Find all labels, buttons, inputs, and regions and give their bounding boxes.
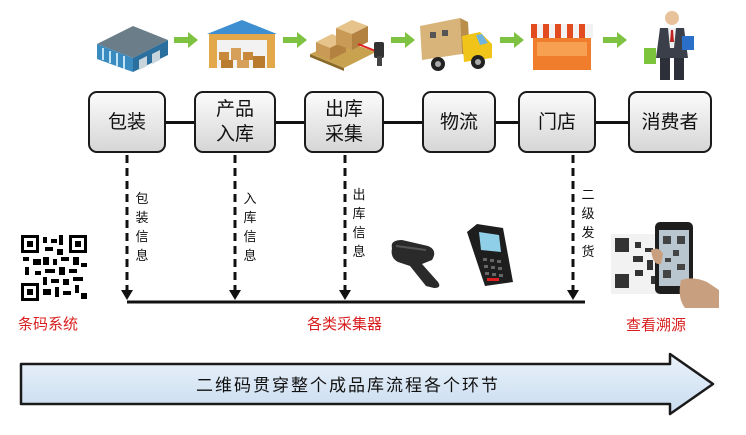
phone-scan-icon xyxy=(611,220,721,308)
connector-line xyxy=(496,121,518,124)
stage-warehousing: 产品入库 xyxy=(194,91,276,153)
stage-logistics: 物流 xyxy=(422,91,496,153)
connector-line xyxy=(384,121,422,124)
stage-consumer: 消费者 xyxy=(628,91,712,153)
handheld-terminal-icon xyxy=(463,222,515,288)
green-arrow-4 xyxy=(500,32,524,48)
green-arrow-3 xyxy=(391,32,415,48)
green-arrow-1 xyxy=(174,32,198,48)
green-arrow-5 xyxy=(603,32,627,48)
stage-label: 门店 xyxy=(537,110,576,133)
banner-text: 二维码贯穿整个成品库流程各个环节 xyxy=(196,376,500,396)
scanner-pallet-icon xyxy=(306,14,390,72)
barcode-system-label: 条码系统 xyxy=(18,315,79,333)
store-icon xyxy=(527,18,597,72)
info-label-warehousing: 入库信息 xyxy=(243,192,257,264)
info-label-outbound: 出库信息 xyxy=(352,188,366,260)
shopper-icon xyxy=(642,8,702,84)
stage-label: 物流 xyxy=(439,110,478,133)
stage-label: 产品 xyxy=(215,98,254,120)
green-arrow-2 xyxy=(283,32,307,48)
stage-label-line2: 采集 xyxy=(324,123,363,145)
storage-warehouse-icon xyxy=(203,18,281,70)
collectors-label: 各类采集器 xyxy=(307,315,383,333)
banner-arrow xyxy=(18,352,718,416)
barcode-scanner-icon xyxy=(388,238,456,290)
stage-label: 消费者 xyxy=(641,110,699,133)
stage-label: 包装 xyxy=(107,110,146,133)
connector-line xyxy=(276,121,304,124)
traceability-label: 查看溯源 xyxy=(626,316,687,334)
delivery-truck-icon xyxy=(416,14,496,74)
info-label-packaging: 包装信息 xyxy=(135,192,149,264)
stage-label-line2: 入库 xyxy=(215,123,254,145)
stage-outbound: 出库采集 xyxy=(304,91,384,153)
stage-store: 门店 xyxy=(518,91,596,153)
info-label-shipping: 二级发货 xyxy=(581,188,595,260)
stage-packaging: 包装 xyxy=(88,91,166,153)
connector-line xyxy=(166,121,194,124)
qr-code-icon xyxy=(21,235,87,301)
stage-label: 出库 xyxy=(324,98,363,120)
warehouse-icon xyxy=(95,22,170,74)
connector-line xyxy=(596,121,628,124)
